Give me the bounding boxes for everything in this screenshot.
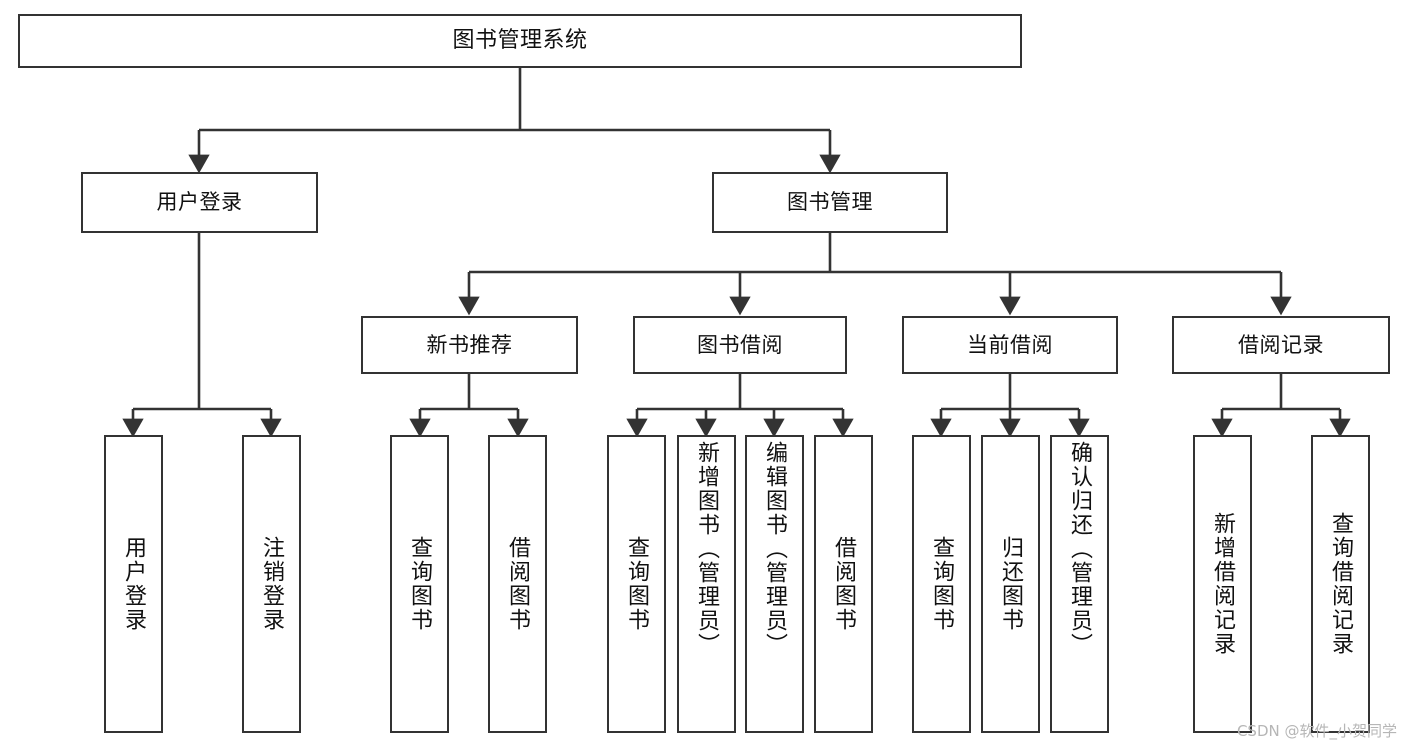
leaf-new-book-query[interactable]: 查询图书 xyxy=(390,435,449,733)
leaf-borrow-record-add-label: 新增借阅记录 xyxy=(1210,512,1236,656)
leaf-book-borrow-add[interactable]: 新增图书（管理员） xyxy=(677,435,736,733)
node-new-book-recommend-label: 新书推荐 xyxy=(426,332,513,357)
node-book-borrow-label: 图书借阅 xyxy=(697,332,783,357)
leaf-new-book-query-label: 查询图书 xyxy=(407,536,433,632)
node-book-manage[interactable]: 图书管理 xyxy=(712,172,948,233)
node-borrow-record-label: 借阅记录 xyxy=(1238,332,1324,357)
leaf-borrow-record-query-label: 查询借阅记录 xyxy=(1328,512,1354,656)
leaf-book-borrow-query[interactable]: 查询图书 xyxy=(607,435,666,733)
leaf-book-borrow-edit-label: 编辑图书（管理员） xyxy=(762,441,788,657)
leaf-new-book-borrow[interactable]: 借阅图书 xyxy=(488,435,547,733)
leaf-current-borrow-query[interactable]: 查询图书 xyxy=(912,435,971,733)
leaf-current-borrow-confirm-label: 确认归还（管理员） xyxy=(1067,441,1093,657)
node-user-login-label: 用户登录 xyxy=(156,190,243,215)
leaf-current-borrow-return[interactable]: 归还图书 xyxy=(981,435,1040,733)
leaf-user-login-login-label: 用户登录 xyxy=(121,536,147,632)
leaf-current-borrow-confirm[interactable]: 确认归还（管理员） xyxy=(1050,435,1109,733)
leaf-current-borrow-query-label: 查询图书 xyxy=(929,536,955,632)
leaf-user-login-login[interactable]: 用户登录 xyxy=(104,435,163,733)
csdn-watermark: CSDN @软件_小贺同学 xyxy=(1236,722,1397,740)
node-root-system[interactable]: 图书管理系统 xyxy=(18,14,1022,68)
leaf-book-borrow-borrow-label: 借阅图书 xyxy=(831,536,857,632)
leaf-new-book-borrow-label: 借阅图书 xyxy=(505,536,531,632)
leaf-borrow-record-add[interactable]: 新增借阅记录 xyxy=(1193,435,1252,733)
leaf-book-borrow-query-label: 查询图书 xyxy=(624,536,650,632)
node-book-borrow[interactable]: 图书借阅 xyxy=(633,316,847,374)
leaf-current-borrow-return-label: 归还图书 xyxy=(998,536,1024,632)
leaf-book-borrow-edit[interactable]: 编辑图书（管理员） xyxy=(745,435,804,733)
leaf-book-borrow-add-label: 新增图书（管理员） xyxy=(694,441,720,657)
node-book-manage-label: 图书管理 xyxy=(787,190,873,215)
leaf-borrow-record-query[interactable]: 查询借阅记录 xyxy=(1311,435,1370,733)
leaf-book-borrow-borrow[interactable]: 借阅图书 xyxy=(814,435,873,733)
node-root-label: 图书管理系统 xyxy=(452,28,588,54)
node-user-login[interactable]: 用户登录 xyxy=(81,172,318,233)
node-borrow-record[interactable]: 借阅记录 xyxy=(1172,316,1390,374)
leaf-user-login-logout[interactable]: 注销登录 xyxy=(242,435,301,733)
node-current-borrow[interactable]: 当前借阅 xyxy=(902,316,1118,374)
node-current-borrow-label: 当前借阅 xyxy=(967,332,1053,357)
node-new-book-recommend[interactable]: 新书推荐 xyxy=(361,316,578,374)
leaf-user-login-logout-label: 注销登录 xyxy=(259,536,285,632)
